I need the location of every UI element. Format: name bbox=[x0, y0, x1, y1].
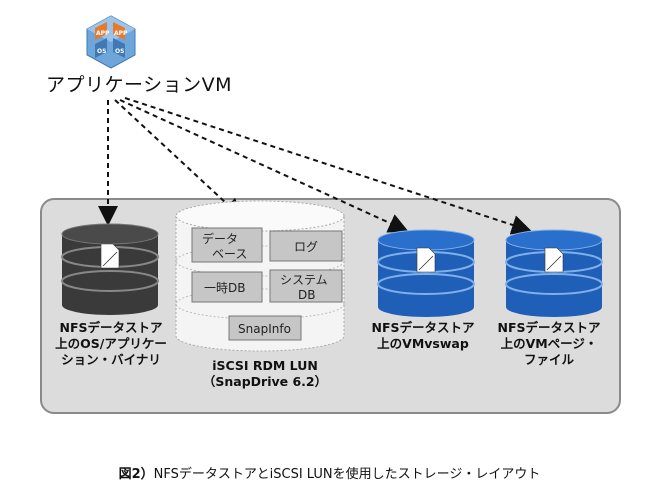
icon-text-app-1: APP bbox=[96, 30, 110, 37]
snapinfo-label: SnapInfo bbox=[238, 322, 291, 336]
arrow-to-vswap bbox=[119, 99, 409, 233]
os-datastore-label-line-1: NFSデータストア bbox=[59, 320, 163, 335]
iscsi-lun-label-line-1: iSCSI RDM LUN bbox=[212, 358, 318, 373]
vswap-label-line-2: 上のVMvswap bbox=[377, 336, 469, 351]
log-cell bbox=[269, 230, 343, 262]
vswap-label-line-1: NFSデータストア bbox=[371, 320, 475, 335]
document-icon bbox=[416, 247, 436, 273]
os-datastore-label-line-3: ション・バイナリ bbox=[61, 352, 161, 367]
os-datastore-disk bbox=[61, 223, 159, 315]
tempdb-label: 一時DB bbox=[204, 281, 245, 295]
pagefile-datastore-disk bbox=[505, 229, 603, 317]
pagefile-label-line-2: 上のVMページ・ bbox=[500, 336, 598, 351]
arrow-to-pagefile bbox=[124, 97, 532, 235]
figure-caption: 図2）NFSデータストアとiSCSI LUNを使用したストレージ・レイアウト bbox=[0, 463, 659, 482]
icon-text-app-2: APP bbox=[114, 30, 128, 37]
app-vm-icon: APP APP OS OS bbox=[86, 15, 136, 69]
dashed-arrows bbox=[98, 97, 532, 235]
icon-text-os-2: OS bbox=[115, 48, 124, 55]
database-label-1: データ bbox=[202, 231, 238, 246]
iscsi-lun-label-line-2: （SnapDrive 6.2） bbox=[202, 374, 328, 389]
iscsi-lun-disk: データ ベース ログ 一時DB システム DB SnapInfo bbox=[175, 200, 345, 352]
log-label: ログ bbox=[294, 240, 318, 254]
arrow-to-iscsi-lun bbox=[114, 99, 243, 219]
snapinfo-cell bbox=[228, 315, 302, 341]
systemdb-cell bbox=[269, 269, 343, 303]
pagefile-label-line-3: ファイル bbox=[523, 352, 574, 367]
document-icon bbox=[544, 247, 564, 273]
iscsi-lun-label: iSCSI RDM LUN （SnapDrive 6.2） bbox=[180, 358, 350, 390]
document-icon bbox=[100, 243, 120, 269]
systemdb-label-2: DB bbox=[298, 288, 315, 302]
app-vm-label: アプリケーションVM bbox=[46, 74, 233, 96]
os-datastore-label: NFSデータストア 上のOS/アプリケー ション・バイナリ bbox=[46, 320, 176, 368]
tempdb-cell bbox=[191, 271, 263, 303]
database-cell bbox=[191, 227, 263, 263]
figure-number: 図2） bbox=[118, 467, 154, 482]
systemdb-label-1: システム bbox=[280, 273, 328, 287]
figure-caption-text: NFSデータストアとiSCSI LUNを使用したストレージ・レイアウト bbox=[153, 467, 541, 482]
icon-text-os-1: OS bbox=[97, 48, 106, 55]
pagefile-datastore-label: NFSデータストア 上のVMページ・ ファイル bbox=[484, 320, 614, 368]
database-label-2: ベース bbox=[212, 247, 247, 261]
vswap-datastore-label: NFSデータストア 上のVMvswap bbox=[358, 320, 488, 352]
pagefile-label-line-1: NFSデータストア bbox=[497, 320, 601, 335]
os-datastore-label-line-2: 上のOS/アプリケー bbox=[55, 336, 167, 351]
vswap-datastore-disk bbox=[377, 229, 475, 317]
